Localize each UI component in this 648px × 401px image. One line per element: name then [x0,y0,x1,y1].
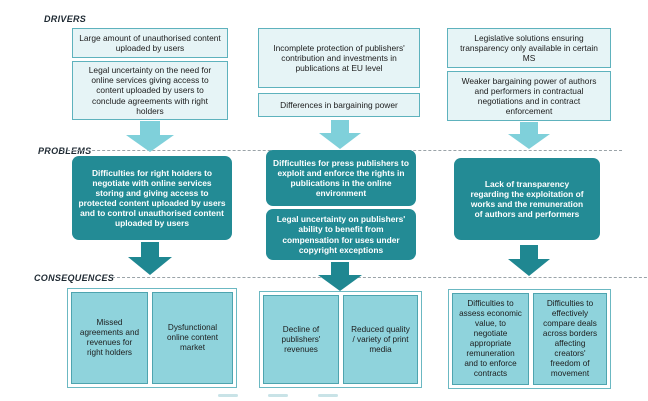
driver-box: Legislative solutions ensuring transpare… [447,28,611,68]
driver-box: Legal uncertainty on the need for online… [72,61,228,120]
driver-box: Large amount of unauthorised content upl… [72,28,228,58]
section-label-problems: PROBLEMS [38,146,92,156]
consequence-box: Difficulties to effectively compare deal… [533,293,607,385]
down-arrow-icon [318,262,362,291]
down-arrow-icon [508,122,550,149]
decorative-mark [218,394,238,397]
divider-consequences [112,277,648,278]
consequence-group-frame [259,291,422,388]
problem-box: Difficulties for right holders to negoti… [72,156,232,240]
consequence-box: Difficulties to assess economic value, t… [452,293,529,385]
driver-box: Weaker bargaining power of authors and p… [447,71,611,121]
section-label-consequences: CONSEQUENCES [34,273,115,283]
problem-box: Difficulties for press publishers to exp… [266,150,416,206]
decorative-mark [318,394,338,397]
consequence-box: Dysfunctional online content market [152,292,233,384]
driver-box: Differences in bargaining power [258,93,420,117]
driver-box: Incomplete protection of publishers' con… [258,28,420,88]
consequence-box: Decline of publishers' revenues [263,295,339,384]
down-arrow-icon [128,242,172,275]
decorative-mark [268,394,288,397]
down-arrow-icon [319,120,361,149]
consequence-group-frame [67,288,237,388]
section-label-drivers: DRIVERS [44,14,87,24]
consequence-box: Reduced quality / variety of print media [343,295,418,384]
consequence-box: Missed agreements and revenues for right… [71,292,148,384]
problem-box: Lack of transparency regarding the explo… [454,158,600,240]
consequence-group-frame [448,289,611,389]
down-arrow-icon [508,245,550,276]
problem-box: Legal uncertainty on publishers' ability… [266,209,416,260]
down-arrow-icon [126,121,174,152]
